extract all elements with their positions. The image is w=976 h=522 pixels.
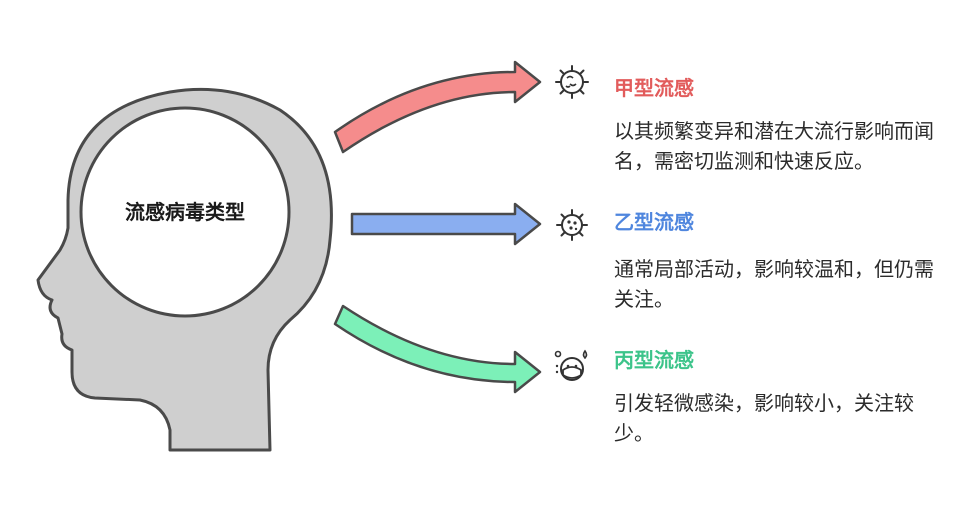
title-type-c: 丙型流感 [614,348,694,372]
description-type-a: 以其频繁变异和潜在大流行影响而闻名，需密切监测和快速反应。 [614,119,934,173]
sick-face-icon [554,349,588,381]
arrow-type-a [333,60,542,154]
description-type-c: 引发轻微感染，影响较小，关注较少。 [614,391,914,445]
arrow-type-b [350,202,542,246]
center-label: 流感病毒类型 [125,200,245,224]
brain-circle [79,106,291,318]
description-type-b: 通常局部活动，影响较温和，但仍需关注。 [614,257,934,311]
arrow-type-c [333,304,542,394]
virus-icon [556,209,588,241]
title-type-a: 甲型流感 [614,76,694,100]
virus-icon [555,65,589,99]
title-type-b: 乙型流感 [614,210,694,234]
